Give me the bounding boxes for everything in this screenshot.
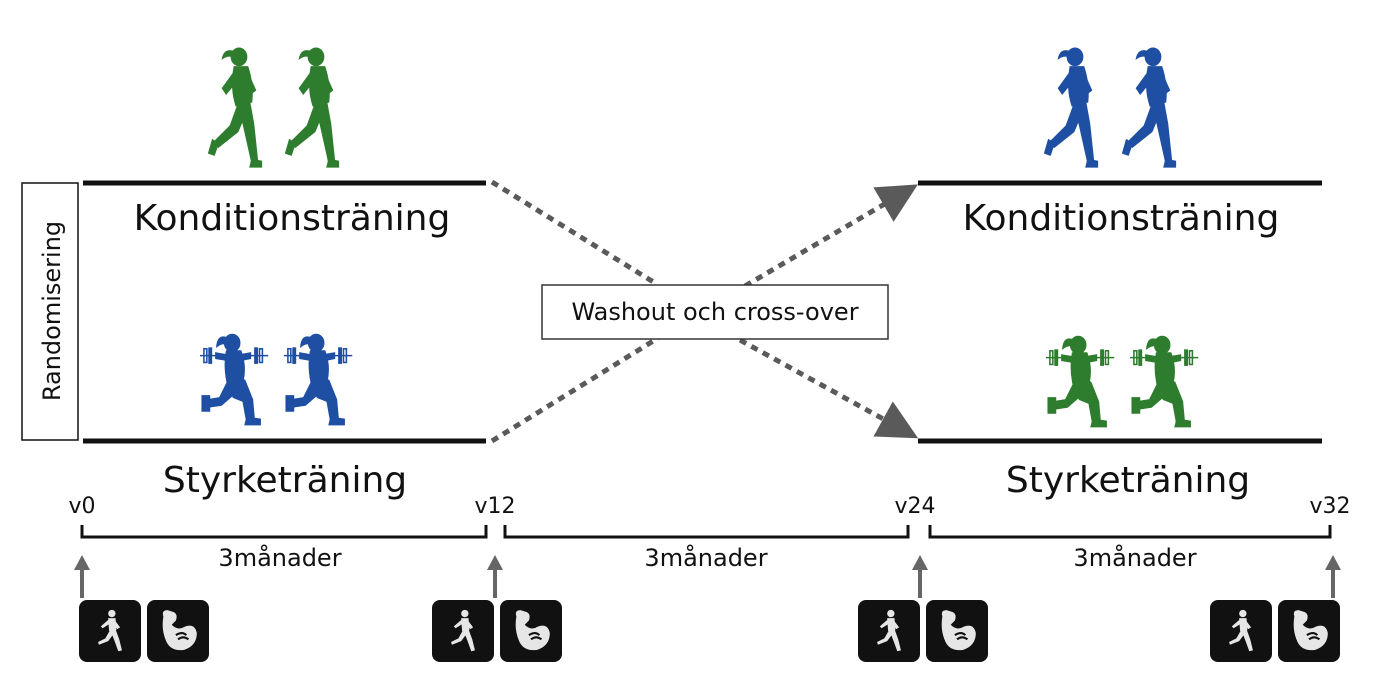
randomization-label: Randomisering [38,221,66,401]
runner-icon [285,47,340,168]
phase2-top-label: Konditionsträning [963,198,1280,239]
week-label-v32: v32 [1309,494,1350,519]
running-test-icon [858,600,920,662]
assessment-icons [79,600,1340,662]
phase1-top-label: Konditionsträning [134,198,451,239]
lunge-dumbbell-icon [1046,335,1116,428]
period-bracket-2 [503,525,910,539]
week-label-v0: v0 [68,494,95,519]
week-label-v24: v24 [894,494,935,519]
muscle-strength-icon [147,600,209,662]
phase2-runner-icons [1044,47,1177,168]
muscle-strength-icon [926,600,988,662]
lunge-dumbbell-icon [200,333,270,426]
runner-icon [1122,47,1177,168]
period-label-1: 3månader [218,543,341,572]
washout-box: Washout och cross-over [541,284,889,340]
muscle-strength-icon [500,600,562,662]
week-label-v12: v12 [474,494,515,519]
phase1-runner-icons [208,47,340,168]
period-label-3: 3månader [1073,543,1196,572]
crossover-arrows [490,179,919,444]
timepoint-arrows [74,555,1341,598]
randomization-box: Randomisering [21,182,79,441]
period-label-2: 3månader [644,543,767,572]
running-test-icon [79,600,141,662]
phase2-lunge-icons [1046,335,1200,428]
washout-label: Washout och cross-over [571,298,858,326]
runner-icon [1044,47,1099,168]
phase1-bottom-label: Styrketräning [163,460,407,501]
running-test-icon [1210,600,1272,662]
lunge-dumbbell-icon [1130,335,1200,428]
muscle-strength-icon [1278,600,1340,662]
lunge-dumbbell-icon [284,333,354,426]
phase2-bottom-label: Styrketräning [1006,460,1250,501]
running-test-icon [432,600,494,662]
period-bracket-1 [80,525,488,539]
phase1-lunge-icons [200,333,354,426]
runner-icon [208,47,263,168]
period-bracket-3 [928,525,1332,539]
